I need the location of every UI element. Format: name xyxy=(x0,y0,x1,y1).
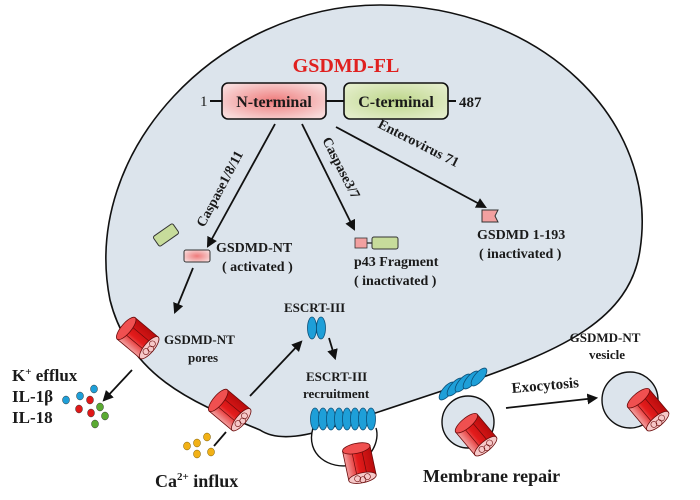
residue-end: 487 xyxy=(459,95,482,111)
n-terminal-label: N-terminal xyxy=(236,94,312,111)
arrow-efflux xyxy=(102,369,133,402)
pore-label-2: pores xyxy=(188,350,218,365)
escrt-iii-label: ESCRT-III xyxy=(284,300,345,315)
pore-label-1: GSDMD-NT xyxy=(164,332,235,347)
vesicle-label-1: GSDMD-NT xyxy=(570,330,641,345)
n-terminal-fragment xyxy=(183,249,211,263)
gsdmd-full-length: 1 N-terminal C-terminal 487 xyxy=(200,82,482,120)
gsdmd-nt-label: GSDMD-NT xyxy=(216,241,293,256)
escrt-subunit xyxy=(316,316,326,340)
escrt-recruitment-label-1: ESCRT-III xyxy=(306,369,367,384)
calcium-ions xyxy=(183,432,215,459)
exocytosis-label: Exocytosis xyxy=(511,375,580,397)
arrow-to-pore xyxy=(173,267,194,314)
gsdmd-1-193-state: ( inactivated ) xyxy=(479,247,562,262)
arrow-to-escrt xyxy=(249,340,303,397)
p43-state: ( inactivated ) xyxy=(354,274,437,289)
arrow-escrt-recruit xyxy=(327,337,338,361)
residue-start: 1 xyxy=(200,94,208,110)
gsdmd-1-193-fragment xyxy=(481,209,499,223)
membrane-repair-label: Membrane repair xyxy=(423,466,560,486)
il-18-label: IL-18 xyxy=(12,408,53,427)
escrt-subunit xyxy=(307,316,317,340)
gsdmd-fl-title: GSDMD-FL xyxy=(293,55,400,77)
cytokine-particles xyxy=(62,384,109,429)
c-terminal-fragment xyxy=(153,223,179,247)
gsdmd-1-193-label: GSDMD 1-193 xyxy=(477,228,565,243)
escrt-recruitment-label-2: recruitment xyxy=(303,386,370,401)
arrow-enterovirus71 xyxy=(335,126,487,209)
vesicle-label-2: vesicle xyxy=(589,347,625,362)
gsdmd-nt-state: ( activated ) xyxy=(222,260,293,275)
p43-c-part xyxy=(371,236,399,250)
il-1b-label: IL-1β xyxy=(12,387,53,406)
p43-n-part xyxy=(354,237,368,249)
arrow-caspase37 xyxy=(301,123,356,231)
k-efflux-label: K+ efflux xyxy=(12,366,78,385)
c-terminal-label: C-terminal xyxy=(358,94,434,111)
p43-label: p43 Fragment xyxy=(354,255,439,270)
arrow-exocytosis xyxy=(505,393,599,409)
ca-influx-label: Ca2+ influx xyxy=(155,471,238,491)
arrow-caspase1811 xyxy=(206,123,276,248)
